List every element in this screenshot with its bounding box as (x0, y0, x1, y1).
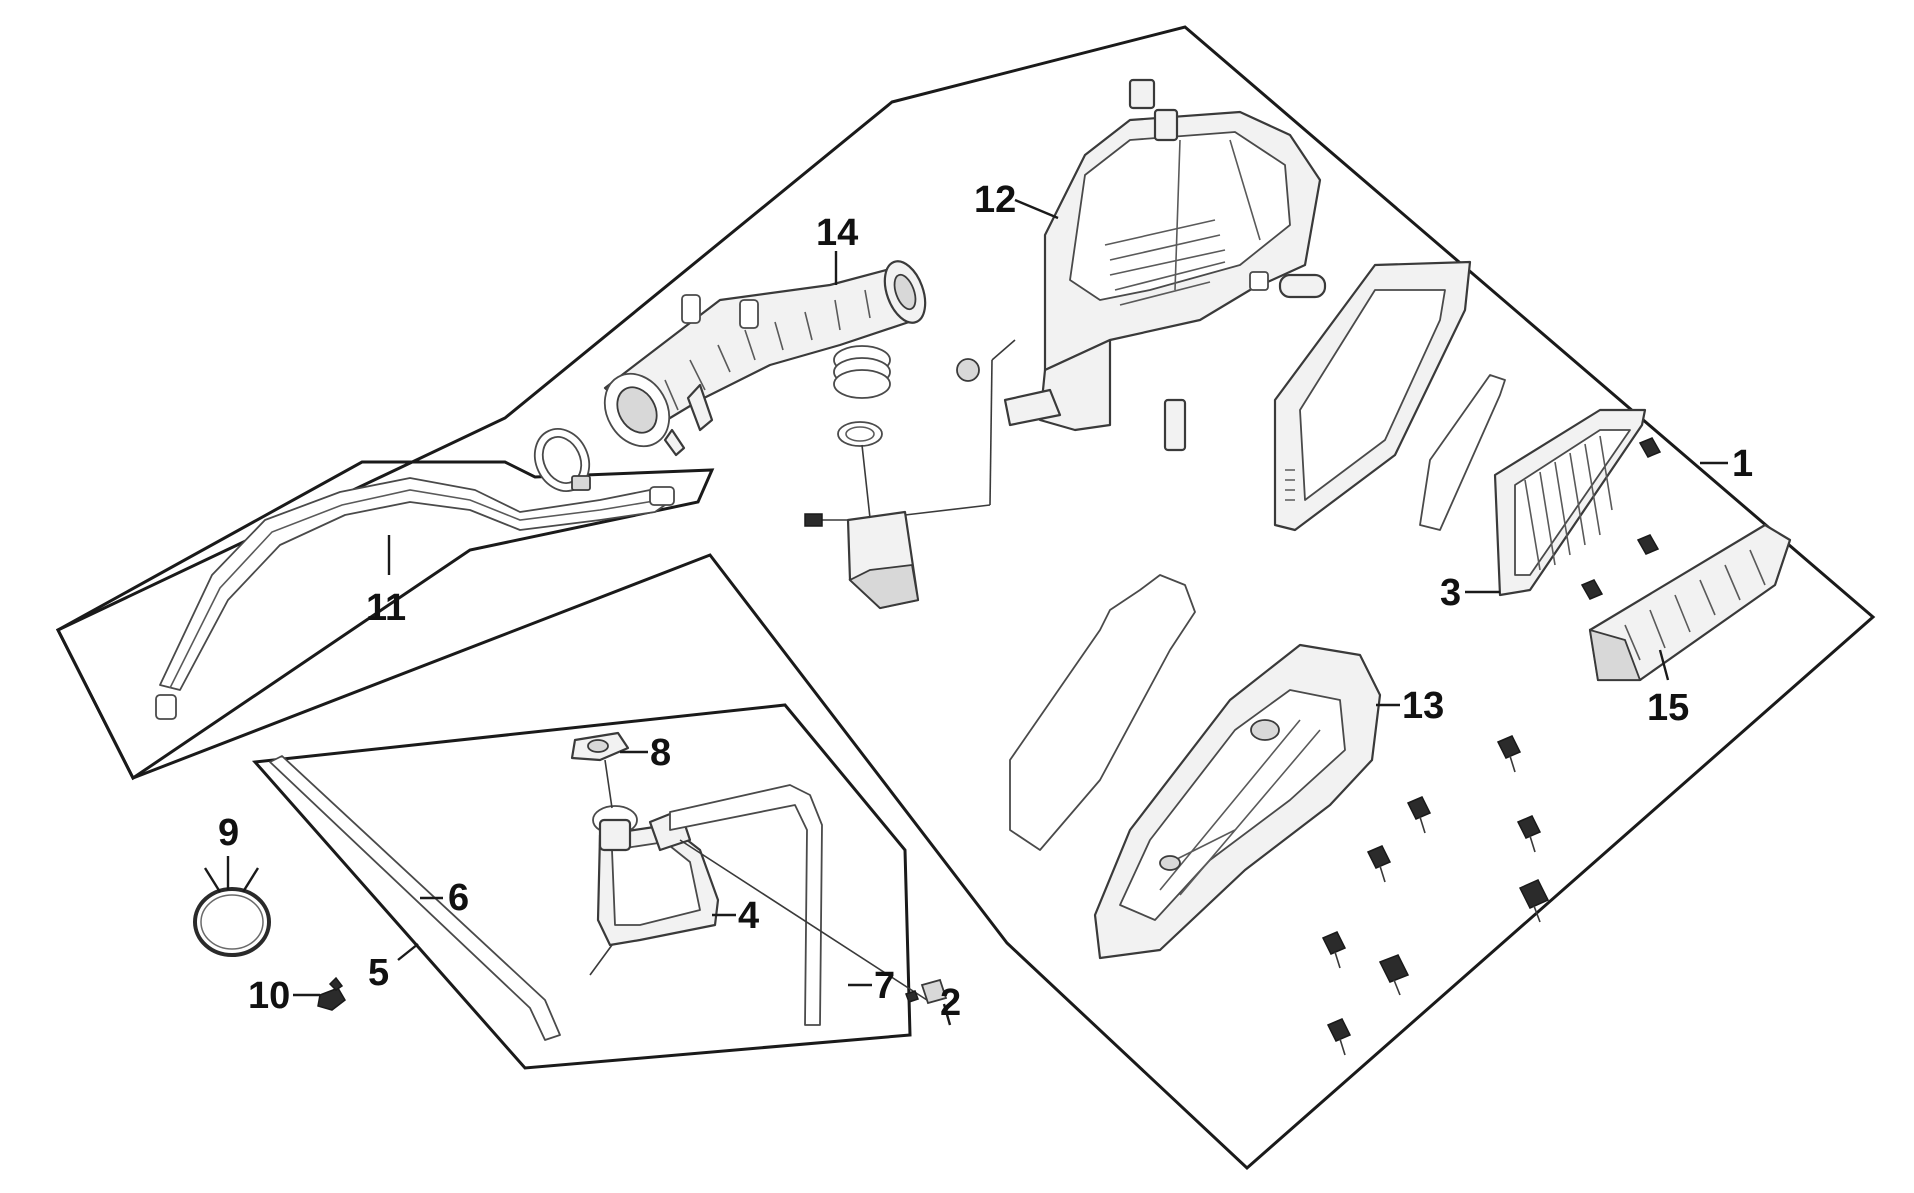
drain-cup (804, 339, 1016, 610)
reservoir-tank-4 (589, 805, 720, 976)
clamp-ring-9 (193, 867, 271, 957)
callout-12: 12 (974, 179, 1016, 221)
leader-lines (226, 198, 1728, 1026)
callout-1: 1 (1732, 443, 1753, 485)
air-cleaner-cover-13 (1093, 643, 1382, 960)
bolts-right (1580, 437, 1662, 600)
hose-6 (269, 755, 561, 1041)
sealing-rings (833, 345, 891, 447)
callout-7: 7 (874, 965, 895, 1007)
callout-11: 11 (366, 587, 406, 629)
callout-14: 14 (816, 212, 858, 254)
filter-element-3 (1493, 408, 1647, 597)
breather-hose-11 (155, 477, 675, 720)
nut-2 (679, 839, 948, 1005)
callout-5: 5 (368, 952, 389, 994)
cover-gasket (1009, 574, 1196, 851)
cover-screws (1321, 735, 1550, 1056)
cap-8 (570, 731, 630, 809)
callout-3: 3 (1440, 572, 1461, 614)
air-cleaner-case-12 (956, 78, 1327, 452)
callout-10: 10 (248, 975, 290, 1017)
hose-7 (669, 784, 823, 1026)
callout-2: 2 (940, 982, 961, 1024)
filter-gasket (1419, 374, 1506, 531)
callout-6: 6 (448, 877, 469, 919)
callout-15: 15 (1647, 687, 1689, 729)
callout-4: 4 (738, 895, 759, 937)
callout-9: 9 (218, 812, 239, 854)
snorkel-15 (1588, 523, 1792, 682)
hose-11-outline (56, 460, 715, 781)
callout-8: 8 (650, 732, 671, 774)
clip-10 (317, 976, 346, 1011)
callout-13: 13 (1402, 685, 1444, 727)
intake-duct-14 (603, 260, 927, 457)
hose-clamp (533, 428, 591, 492)
filter-frame (1273, 260, 1472, 532)
tank-group-outline (251, 703, 912, 1070)
